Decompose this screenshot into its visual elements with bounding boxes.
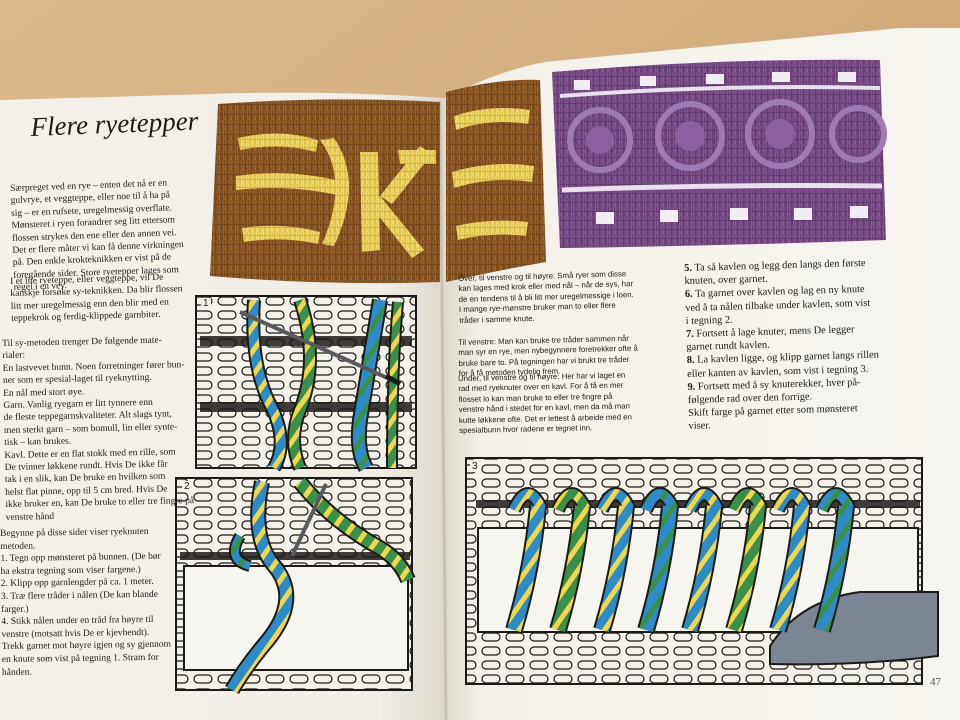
step-5-text: Ta så kavlen og legg den langs den først… bbox=[684, 257, 866, 288]
knot-loop bbox=[685, 489, 723, 513]
step-7-text: Fortsett å lage knuter, mens De legger g… bbox=[686, 324, 855, 354]
left-steps-paragraph: Begynne på disse sider viser ryeknuten m… bbox=[0, 526, 172, 678]
knot-loop bbox=[509, 489, 547, 513]
knot-strand bbox=[815, 505, 853, 633]
step-7-number: 7. bbox=[685, 328, 694, 340]
knot-strand bbox=[639, 505, 677, 633]
knot-strand bbox=[507, 505, 545, 633]
left-materials-paragraph: Til sy-metoden trenger De følgende mate-… bbox=[2, 335, 195, 524]
knot-strand bbox=[727, 505, 765, 633]
step-8-number: 8. bbox=[686, 355, 695, 367]
brown-yellow-rug-photo bbox=[210, 79, 546, 284]
knot-strand bbox=[595, 505, 633, 633]
step-6-text: Ta garnet over kavlen og lag en ny knute… bbox=[685, 284, 871, 327]
figure-3-label: 3 bbox=[470, 461, 480, 472]
figure-2-label: 2 bbox=[182, 481, 192, 492]
step-6-number: 6. bbox=[684, 289, 693, 301]
right-steps-list: 5. Ta så kavlen og legg den langs den fø… bbox=[684, 255, 951, 434]
knot-loop bbox=[553, 489, 591, 513]
book-gutter bbox=[438, 99, 448, 720]
figure-2-illustration bbox=[175, 476, 416, 695]
right-caption-3: Under, til venstre og til høyre: Her har… bbox=[458, 370, 632, 436]
page-number: 47 bbox=[930, 676, 941, 688]
knot-strand bbox=[683, 505, 721, 633]
purple-rug-photo bbox=[552, 59, 887, 248]
knot-strand bbox=[551, 505, 589, 633]
figure-1-illustration bbox=[195, 295, 417, 472]
page-title: Flere ryetepper bbox=[30, 105, 199, 142]
step-8-text: La kavlen ligge, og klipp garnet langs r… bbox=[686, 350, 880, 380]
knot-loop bbox=[773, 489, 811, 513]
knot-loop bbox=[641, 489, 679, 513]
figure-3-knots bbox=[505, 487, 857, 633]
step-9-number: 9. bbox=[687, 381, 696, 393]
left-second-paragraph: I et lite ryeteppe, eller veggteppe, vil… bbox=[10, 272, 183, 325]
knot-loop bbox=[729, 489, 767, 513]
knot-loop bbox=[597, 489, 635, 513]
step-5-number: 5. bbox=[684, 262, 693, 274]
step-9: 9. Fortsett med å sy knuterekker, hver p… bbox=[687, 373, 950, 433]
right-caption-1: Over, til venstre og til høyre: Små ryer… bbox=[458, 269, 634, 325]
knot-strand bbox=[771, 505, 809, 633]
step-9-text: Fortsett med å sy knuterekker, hver på- … bbox=[687, 376, 861, 433]
figure-1-label: 1 bbox=[201, 298, 211, 309]
knot-loop bbox=[817, 489, 855, 513]
